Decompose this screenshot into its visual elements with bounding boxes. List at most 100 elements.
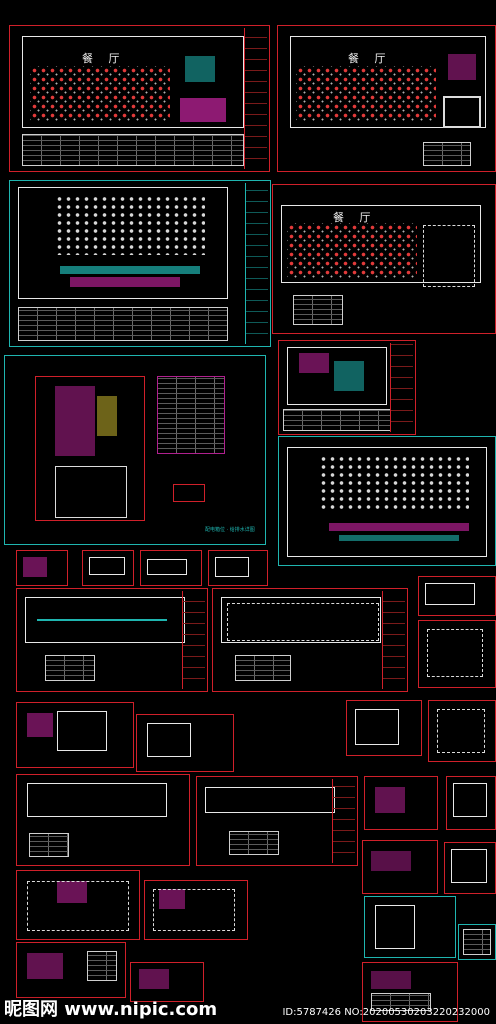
seating-layout [30,66,170,122]
equipment-zone [185,56,215,82]
pipe-network [227,603,379,641]
zone [159,889,185,909]
wiring-diagram [423,225,475,287]
building-outline [18,187,228,299]
schedule-table [423,142,471,166]
circuit-table [157,376,225,454]
drawing-sheet-small-15[interactable] [362,840,438,894]
equipment-zone [448,54,476,80]
zone [375,787,405,813]
zone [371,851,411,871]
title-block [382,591,405,689]
kitchen-zone [70,277,180,287]
legend-table [235,655,291,681]
seating-layout [55,195,205,255]
building-outline [281,205,481,283]
drawing-sheet-kitchen-detail[interactable] [278,340,416,435]
pipe-network [27,881,129,931]
equipment-zone [334,361,364,391]
drawing-sheet-small-2[interactable] [82,550,134,586]
drawing-sheet-small-3[interactable] [140,550,202,586]
drawing-sheet-small-13[interactable] [16,870,140,940]
zone [371,971,411,989]
legend-table [229,831,279,855]
legend-table [371,993,431,1011]
room-zone-b [97,396,117,436]
nipic-logo: 昵图网 www.nipic.com [4,999,218,1020]
schedule-table [22,134,244,166]
drawing-sheet-floor-plan-2[interactable] [278,436,496,566]
building-outline [287,447,487,557]
outline [425,583,475,605]
drawing-sheet-small-4[interactable] [208,550,268,586]
drawing-sheet-plumbing-2[interactable] [212,588,408,692]
zone [139,969,169,989]
kitchen-zone [299,353,329,373]
legend-table [87,951,117,981]
drawing-sheet-small-5[interactable] [418,576,496,616]
drawing-sheet-plumbing-3[interactable] [16,774,190,866]
building-outline [35,376,145,521]
title-block [182,591,205,689]
pipe-run [37,619,167,621]
drawing-sheet-small-14[interactable] [144,880,248,940]
detail-drawing [173,484,205,502]
drawing-sheet-small-20[interactable] [130,962,204,1002]
legend-table [45,655,95,681]
drawing-sheet-electrical[interactable]: 配电箱位 · 给排水详图 [4,355,266,545]
drawing-sheet-plumbing-4[interactable] [196,776,358,866]
zone [27,713,53,737]
room-zone-c [55,466,127,518]
seating-layout [296,66,436,122]
drawing-sheet-dining-plan-1[interactable]: 餐 厅 [9,25,270,172]
sheet-caption: 配电箱位 · 给排水详图 [205,527,255,533]
outline [355,709,399,745]
drawing-sheet-small-19[interactable] [16,942,126,998]
seating-layout [287,223,417,279]
building-outline [290,36,486,128]
legend-table [293,295,343,325]
drawing-sheet-small-10[interactable] [428,700,496,762]
outline [375,905,415,949]
building-outline [27,783,167,817]
drawing-sheet-small-9[interactable] [346,700,422,756]
drawing-sheet-small-7[interactable] [16,702,134,768]
kitchen-line [339,535,459,541]
legend-table [463,929,491,955]
outline [147,723,191,757]
pipe-network [437,709,485,753]
kitchen-zone [329,523,469,531]
zone [57,881,87,903]
outline [147,559,187,575]
drawing-sheet-floor-plan[interactable] [9,180,271,347]
drawing-sheet-dining-plan-2[interactable]: 餐 厅 [277,25,496,172]
drawing-sheet-dining-plan-3[interactable]: 餐 厅 [272,184,496,334]
drawing-sheet-small-11[interactable] [364,776,438,830]
hall-label: 餐 厅 [348,52,392,65]
drawing-sheet-plumbing-1[interactable] [16,588,208,692]
seating-layout [319,455,469,511]
drawing-sheet-small-18[interactable] [458,924,496,960]
title-block [390,343,413,432]
drawing-sheet-small-12[interactable] [446,776,496,830]
drawing-sheet-small-6[interactable] [418,620,496,688]
building-outline [205,787,335,813]
room-zone-a [55,386,95,456]
pipe-network [153,889,235,931]
drawing-sheet-small-17[interactable] [364,896,456,958]
hall-label: 餐 厅 [82,52,126,65]
zone [23,557,47,577]
building-outline [22,36,244,128]
zone [27,953,63,979]
schedule-table [18,307,228,341]
pipe-network [427,629,483,677]
title-block [245,183,268,344]
outline [451,849,487,883]
drawing-sheet-small-1[interactable] [16,550,68,586]
drawing-sheet-small-8[interactable] [136,714,234,772]
building-outline [221,597,381,643]
legend-table [29,833,69,857]
drawing-sheet-small-16[interactable] [444,842,496,894]
image-id-text: ID:5787426 NO:20200530203220232000 [282,1007,490,1018]
drawing-sheet-small-21[interactable] [362,962,458,1022]
